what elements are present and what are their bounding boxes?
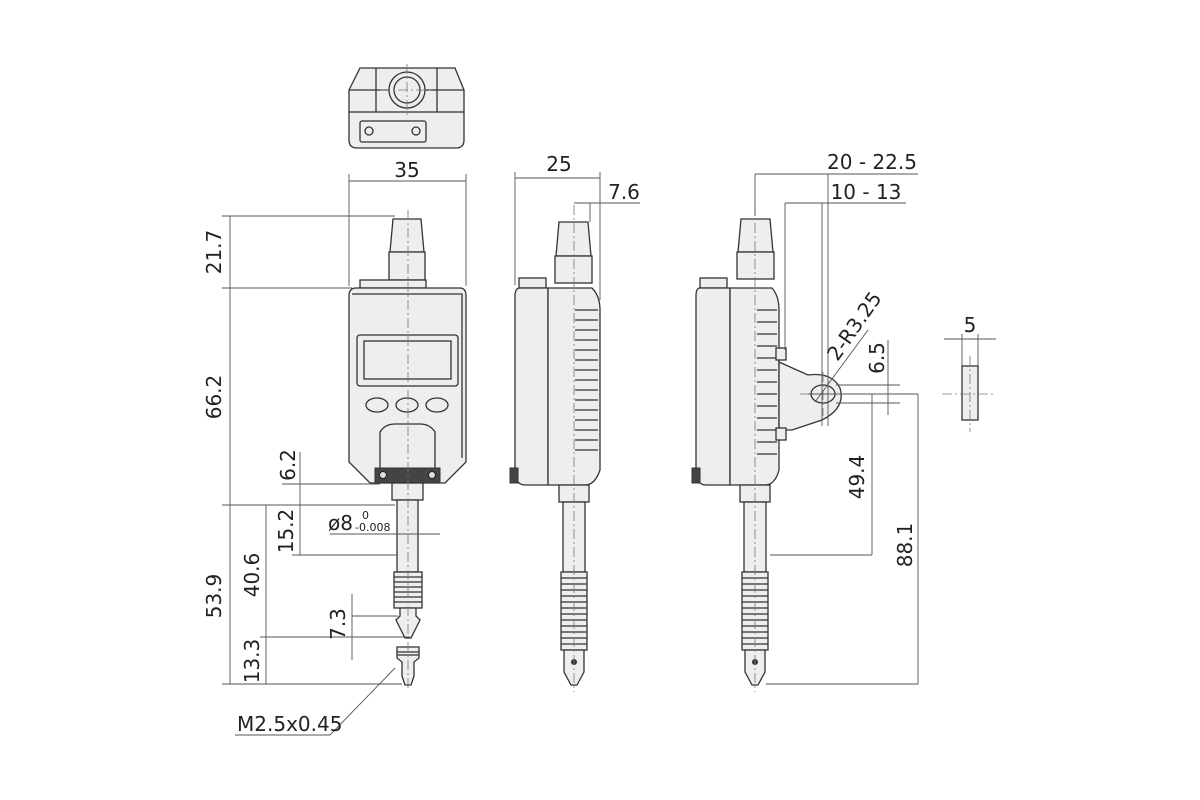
lug-section (942, 356, 996, 432)
dim-tolerance-lower: -0.008 (355, 521, 390, 534)
dim-lug-thickness: 5 (964, 313, 977, 337)
dim-lower-gap: 6.2 (276, 449, 300, 481)
dim-total-lower: 53.9 (202, 574, 226, 619)
dim-tip-length: 7.3 (326, 608, 350, 640)
dim-side-depth: 25 (546, 152, 571, 176)
dim-spindle-length: 15.2 (274, 509, 298, 554)
dim-contact-length: 13.3 (240, 639, 264, 684)
dim-lug-height: 49.4 (845, 455, 869, 500)
rear-view (691, 205, 848, 692)
front-view (348, 210, 467, 690)
dim-lug-hole: 6.5 (865, 342, 889, 374)
dim-top-width: 35 (394, 158, 419, 182)
dim-side-offset: 7.6 (608, 180, 640, 204)
dimension-labels: 35 21.7 66.2 6.2 15.2 ø8 0 -0.008 40.6 5… (202, 150, 976, 736)
dim-spindle-diameter: ø8 (328, 511, 353, 535)
rear-ribs (757, 309, 777, 455)
dim-tolerance-upper: 0 (362, 509, 369, 522)
dim-thread-spec: M2.5x0.45 (237, 712, 342, 736)
top-view (348, 64, 465, 149)
dim-lug-range-partial: 10 - 13 (831, 180, 902, 204)
side-ribs (575, 309, 598, 451)
side-view (509, 205, 601, 692)
dimension-lines (222, 172, 996, 736)
dim-travel: 40.6 (240, 553, 264, 598)
dim-body-height: 66.2 (202, 375, 226, 420)
dim-stem-height: 21.7 (202, 230, 226, 275)
dim-lug-range-total: 20 - 22.5 (827, 150, 917, 174)
dim-overall-height: 88.1 (893, 523, 917, 568)
